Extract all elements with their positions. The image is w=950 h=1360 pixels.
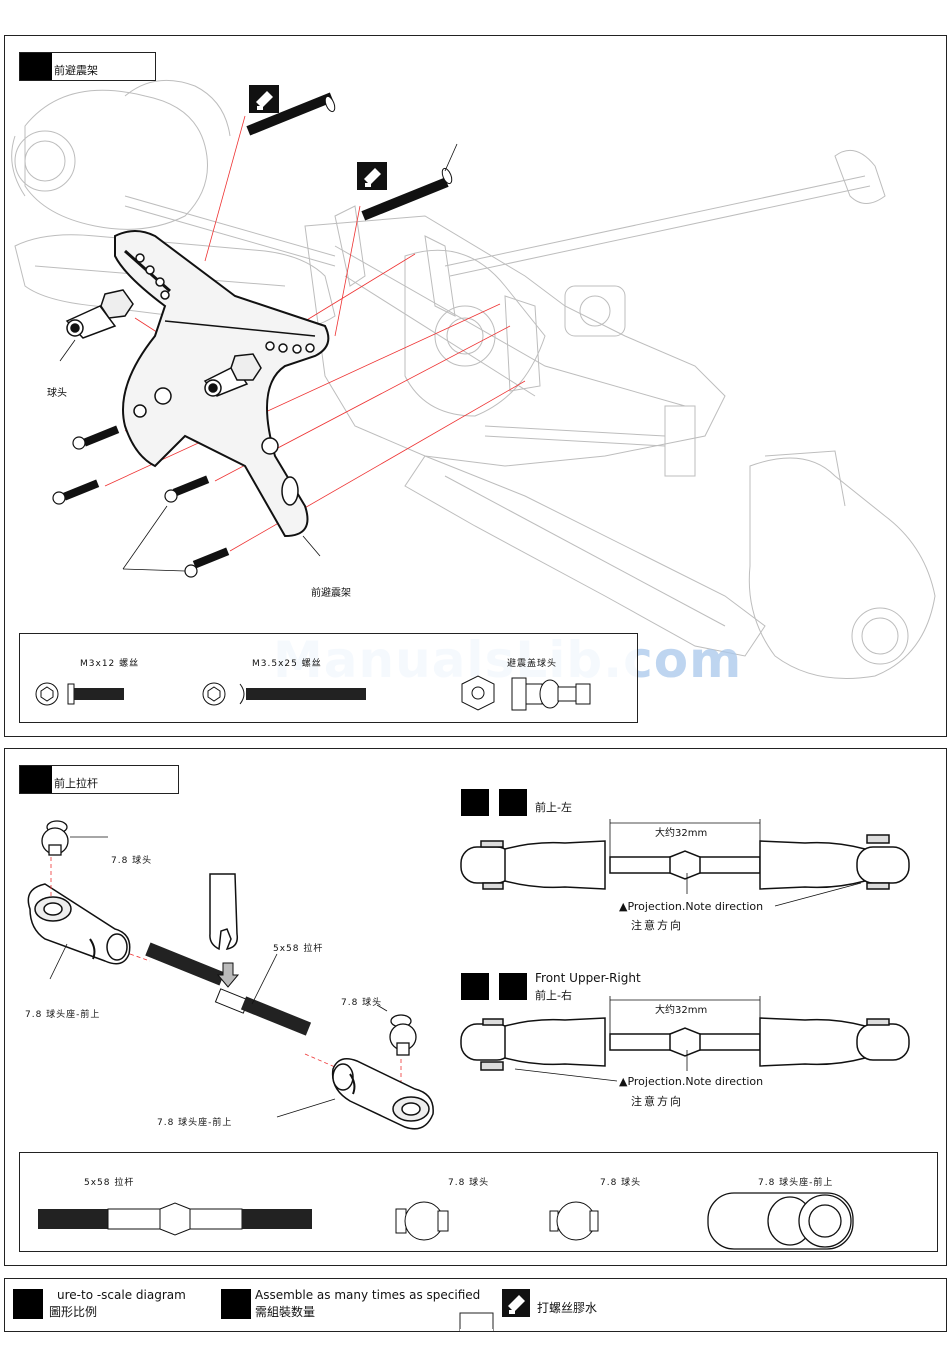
ball-cup-b bbox=[331, 1058, 434, 1130]
shock-tower-label: 前避震架 bbox=[311, 588, 351, 599]
front-upper-link-panel: 前上拉杆 bbox=[4, 748, 947, 1266]
parts-legend-1: M3x12 螺丝 M3.5x25 螺丝 避震盖球头 bbox=[19, 633, 638, 723]
ball-cup-a bbox=[27, 883, 131, 965]
front-upper-left-link bbox=[460, 834, 910, 890]
m3x12-screw-icon bbox=[35, 682, 124, 706]
ball-head-label: 球头 bbox=[47, 388, 67, 399]
turnbuckle-rod bbox=[145, 942, 312, 1036]
thread-lock-icon-2 bbox=[357, 162, 387, 190]
rod-label: 5x58 拉杆 bbox=[273, 944, 324, 954]
right-link-note-en: ▲Projection.Note direction bbox=[619, 1075, 764, 1088]
scale-text-cn: 圖形比例 bbox=[49, 1305, 98, 1319]
ball-stud-left bbox=[65, 289, 134, 339]
step-box-1 bbox=[461, 789, 489, 816]
rod-part-icon bbox=[38, 1202, 312, 1236]
right-link-title-en: Front Upper-Right bbox=[535, 971, 641, 985]
step-box-4 bbox=[499, 973, 527, 1000]
turnbuckle-wrench bbox=[209, 873, 239, 951]
ball-stud-right bbox=[203, 353, 262, 397]
ball-part-icon-2 bbox=[549, 1201, 599, 1241]
glue-text: 打螺丝膠水 bbox=[537, 1301, 598, 1315]
part-label-rod: 5x58 拉杆 bbox=[84, 1178, 135, 1188]
section-title: 前上拉杆 bbox=[54, 777, 98, 790]
ball-78-a-label: 7.8 球头 bbox=[111, 856, 153, 866]
left-link-title: 前上-左 bbox=[535, 801, 572, 814]
assemble-text-en: Assemble as many times as specified bbox=[255, 1288, 481, 1302]
part-label-ball-2: 7.8 球头 bbox=[600, 1178, 642, 1188]
ball-cup-part-icon bbox=[707, 1192, 854, 1250]
ball-part-icon-1 bbox=[395, 1201, 449, 1241]
assemble-text-cn: 需組裝数量 bbox=[255, 1305, 316, 1319]
left-link-note-en: ▲Projection.Note direction bbox=[619, 900, 764, 913]
ball-cup-b-label: 7.8 球头座-前上 bbox=[157, 1118, 233, 1128]
section-header-shock-tower: 前避震架 bbox=[19, 52, 156, 81]
ball-cup-a-label: 7.8 球头座-前上 bbox=[25, 1010, 101, 1020]
section-title: 前避震架 bbox=[54, 64, 98, 77]
right-link-dimension: 大约32mm bbox=[655, 1005, 708, 1016]
ball-78-a bbox=[41, 820, 69, 856]
right-link-note-cn: 注意方向 bbox=[631, 1095, 683, 1108]
part-label-m3x12: M3x12 螺丝 bbox=[80, 659, 140, 669]
front-shock-tower-panel: 前避震架 球头 前避震架 ManualsLib.com M3x12 螺丝 M3.… bbox=[4, 35, 947, 737]
step-box-3 bbox=[461, 973, 489, 1000]
thread-lock-icon-1 bbox=[249, 85, 279, 113]
legend-footer: ure-to -scale diagram 圖形比例 Assemble as m… bbox=[4, 1278, 947, 1332]
scale-text-en: ure-to -scale diagram bbox=[57, 1288, 186, 1302]
right-link-title-cn: 前上-右 bbox=[535, 989, 572, 1002]
step-number-box bbox=[20, 53, 52, 80]
scale-box-icon bbox=[13, 1289, 43, 1319]
down-arrow-icon bbox=[216, 962, 240, 988]
thread-lock-icon bbox=[502, 1289, 530, 1317]
front-upper-right-link bbox=[460, 1017, 910, 1071]
long-screw-1 bbox=[246, 92, 336, 136]
left-link-dimension: 大约32mm bbox=[655, 828, 708, 839]
parts-legend-2: 5x58 拉杆 7.8 球头 7.8 球头 7.8 球头座-前上 bbox=[19, 1152, 938, 1252]
upper-link-assembly-drawing bbox=[27, 819, 910, 1130]
part-label-shock-ball: 避震盖球头 bbox=[507, 659, 558, 669]
front-chassis-drawing bbox=[11, 79, 936, 679]
left-link-note-cn: 注意方向 bbox=[631, 919, 683, 932]
part-label-ball-1: 7.8 球头 bbox=[448, 1178, 490, 1188]
m35x25-screw-icon bbox=[202, 682, 366, 706]
step-box-2 bbox=[499, 789, 527, 816]
part-label-m35x25: M3.5x25 螺丝 bbox=[252, 659, 322, 669]
ball-78-b bbox=[389, 1014, 417, 1056]
section-header-upper-link: 前上拉杆 bbox=[19, 765, 179, 794]
shock-ball-stud-icon bbox=[461, 675, 591, 711]
part-label-ball-cup: 7.8 球头座-前上 bbox=[758, 1178, 834, 1188]
assemble-box-icon bbox=[221, 1289, 251, 1319]
ball-78-b-label: 7.8 球头 bbox=[341, 998, 383, 1008]
step-number-box bbox=[20, 766, 52, 793]
long-screw-2 bbox=[361, 167, 453, 221]
